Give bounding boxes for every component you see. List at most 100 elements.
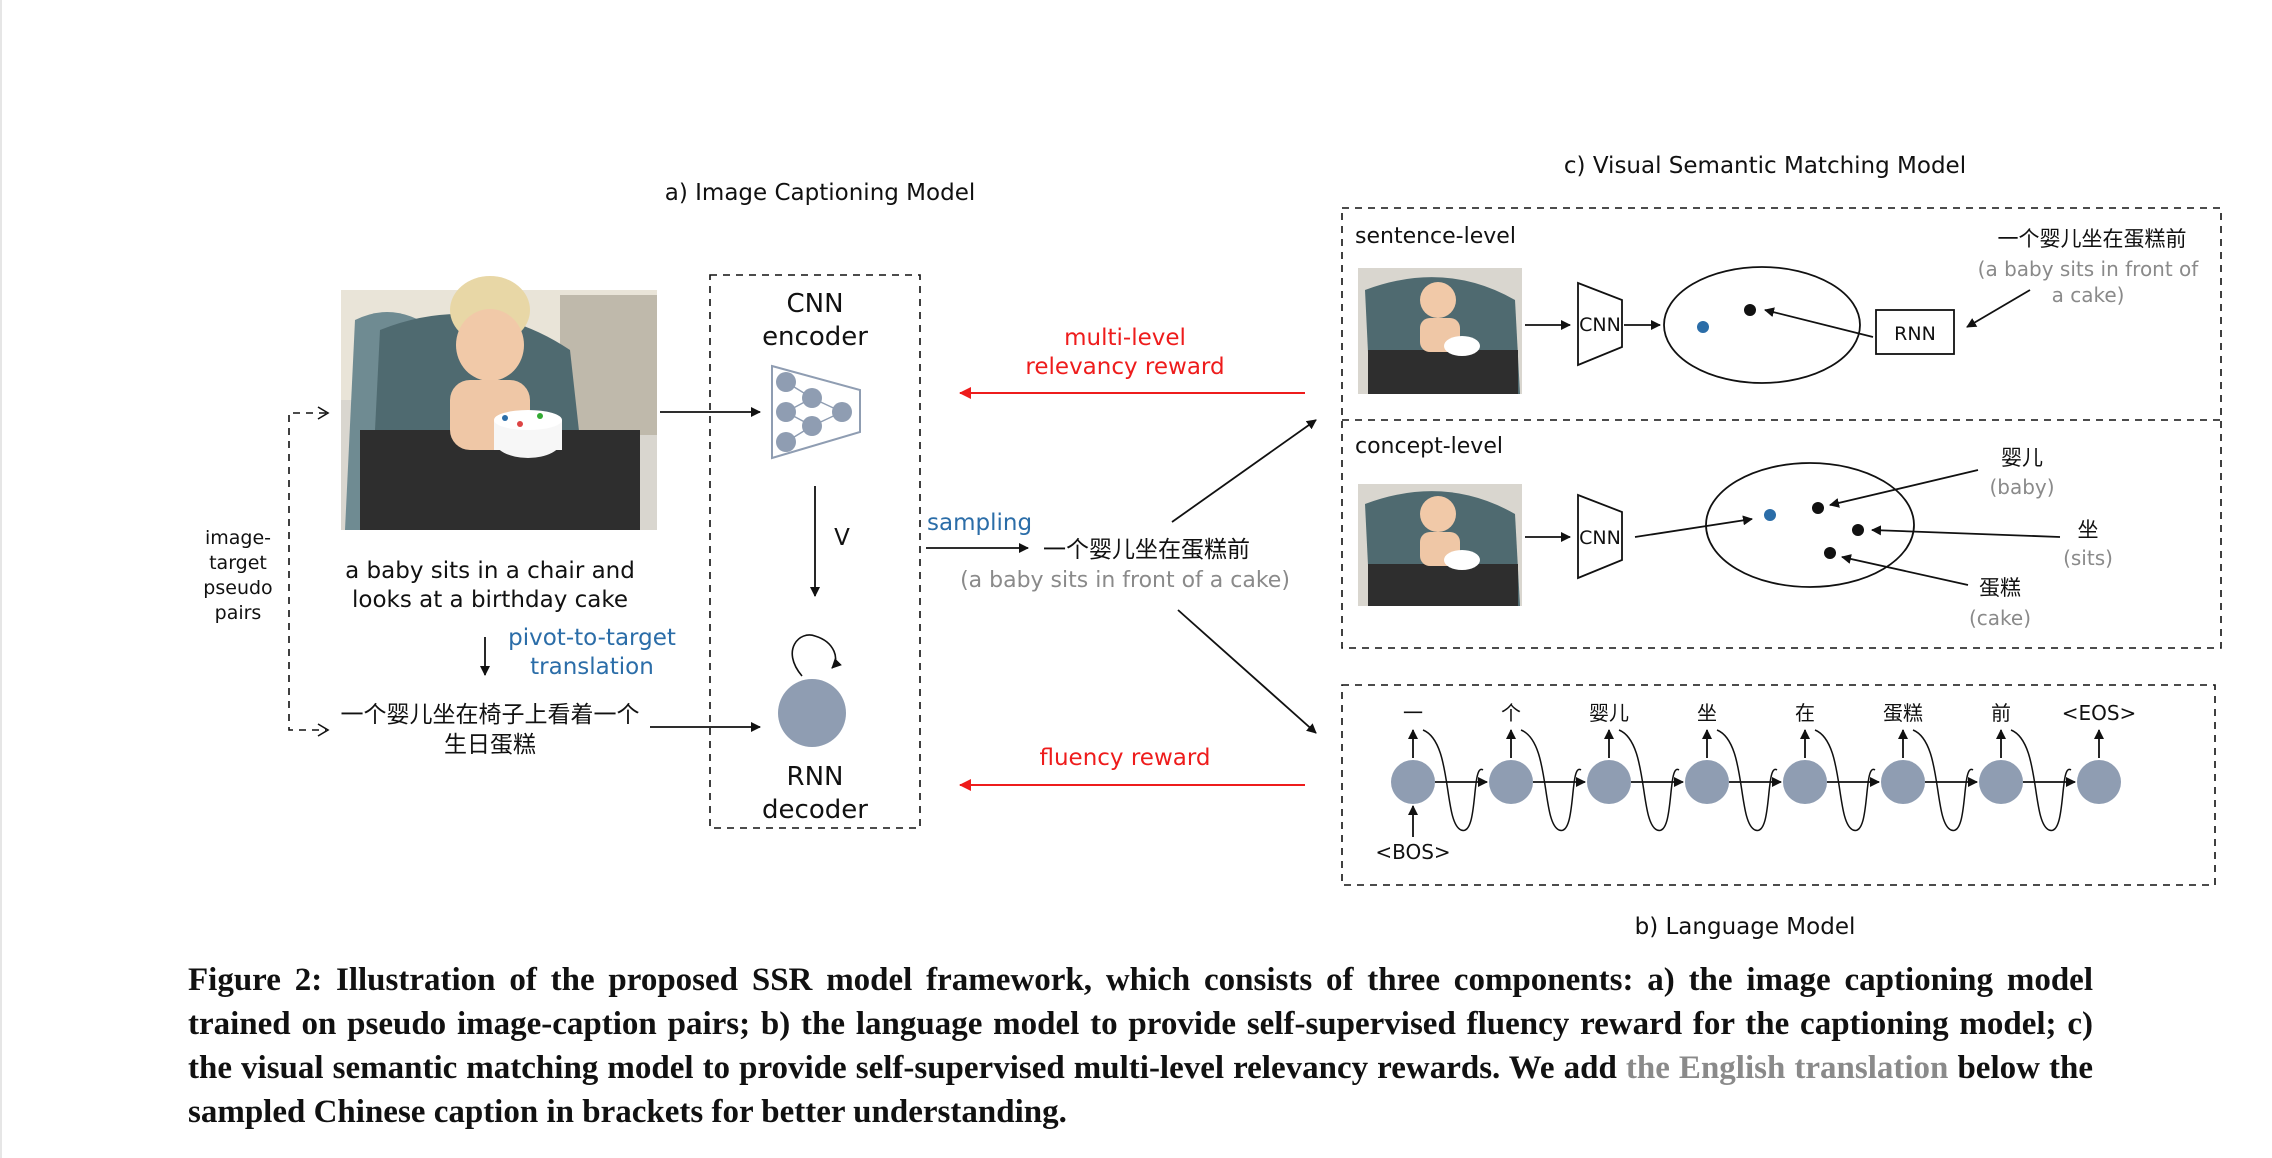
lm-node (1489, 760, 1533, 804)
sentence-image-point (1697, 321, 1709, 333)
concept-image-point (1764, 509, 1776, 521)
concept-level-label: concept-level (1355, 434, 1503, 459)
concept-baby-point (1812, 502, 1824, 514)
svg-text:multi-level: multi-level (1064, 325, 1186, 351)
svg-text:生日蛋糕: 生日蛋糕 (444, 732, 536, 758)
sentence-rnn-box (1875, 309, 1955, 355)
rnn-self-loop (791, 634, 842, 677)
caption-gray-text: the English translation (1625, 1050, 1949, 1086)
lm-token: 个 (1501, 701, 1521, 725)
concept-cnn-label: CNN (1579, 527, 1621, 549)
svg-text:(baby): (baby) (1989, 475, 2054, 499)
lm-node (1391, 760, 1435, 804)
lm-feedback-curve (1520, 729, 1582, 831)
svg-text:pairs: pairs (215, 602, 262, 624)
lm-node (2077, 760, 2121, 804)
concept-cake-point (1824, 547, 1836, 559)
sample-to-lm-arrow (1177, 609, 1317, 734)
sentence-level-label: sentence-level (1355, 224, 1516, 249)
lm-token: <EOS> (2062, 701, 2137, 725)
sampling-label: sampling (927, 510, 1032, 536)
lm-token: 坐 (1697, 701, 1717, 725)
svg-text:pivot-to-target: pivot-to-target (508, 625, 676, 651)
sentence-rnn-label: RNN (1894, 323, 1936, 345)
lm-node (1587, 760, 1631, 804)
svg-text:(cake): (cake) (1969, 606, 2031, 630)
sampled-caption-en: (a baby sits in front of a cake) (960, 568, 1290, 593)
sentence-cnn-label: CNN (1579, 314, 1621, 336)
lm-feedback-curve (1716, 729, 1778, 831)
concept-cnn-icon (1577, 493, 1623, 580)
lm-feedback-curve (1912, 729, 1974, 831)
concept-sits-point (1852, 524, 1864, 536)
caption-end: below the sampled Chinese caption in bra… (188, 1050, 2093, 1130)
lm-feedback-curve (2010, 729, 2072, 831)
sample-to-vsm-arrow (1171, 419, 1317, 523)
lm-chain: 一 个 婴儿 坐 在 蛋糕 前 <EOS> <BOS> (1375, 701, 2136, 864)
sentence-text-point (1744, 304, 1756, 316)
lm-node (1979, 760, 2023, 804)
lm-feedback-curve (1618, 729, 1680, 831)
sentence-caption-en-2: a cake) (2052, 283, 2125, 307)
chinese-caption: 一个婴儿坐在椅子上看着一个 生日蛋糕 (341, 702, 640, 758)
sentence-cnn-icon (1577, 281, 1623, 367)
svg-text:translation: translation (530, 654, 654, 680)
v-label: V (834, 525, 850, 551)
concept-level-photo (1358, 484, 1522, 606)
panel-c-title: c) Visual Semantic Matching Model (1564, 153, 1966, 179)
svg-text:(sits): (sits) (2063, 546, 2113, 570)
sentence-level-photo (1358, 268, 1522, 394)
svg-text:坐: 坐 (2078, 518, 2099, 542)
svg-text:image-: image- (205, 527, 271, 549)
svg-text:RNN: RNN (787, 762, 844, 792)
svg-text:一个婴儿坐在椅子上看着一个: 一个婴儿坐在椅子上看着一个 (341, 702, 640, 728)
lm-feedback-curve (1814, 729, 1876, 831)
captioning-model-box (709, 274, 921, 829)
sentence-embedding-space (1663, 266, 1861, 384)
language-model-box (1341, 684, 2216, 886)
sampled-caption-zh: 一个婴儿坐在蛋糕前 (1043, 537, 1250, 563)
panel-b-title: b) Language Model (1635, 914, 1856, 940)
lm-token: 婴儿 (1589, 701, 1629, 725)
page-edge-rule (0, 0, 2, 1158)
svg-text:looks at a birthday cake: looks at a birthday cake (352, 587, 628, 613)
lm-token: 一 (1403, 701, 1423, 725)
lm-token: 前 (1991, 701, 2011, 725)
fluency-reward-label: fluency reward (1039, 745, 1210, 771)
svg-text:CNN: CNN (786, 289, 843, 319)
lm-token: 蛋糕 (1883, 701, 1923, 725)
svg-text:decoder: decoder (762, 795, 868, 825)
svg-text:婴儿: 婴儿 (2001, 446, 2043, 470)
cnn-encoder-icon (771, 364, 861, 460)
lm-token: 在 (1795, 701, 1815, 725)
svg-text:encoder: encoder (762, 322, 868, 352)
bos-label: <BOS> (1375, 840, 1450, 864)
panel-a-title: a) Image Captioning Model (665, 180, 975, 206)
svg-text:pseudo: pseudo (203, 577, 272, 599)
english-caption: a baby sits in a chair and looks at a bi… (345, 558, 635, 613)
caption-main: Figure 2: Illustration of the proposed S… (188, 962, 2093, 1086)
pseudo-pair-bracket (288, 412, 326, 731)
image-target-label: image- target pseudo pairs (203, 527, 272, 624)
figure-caption: Figure 2: Illustration of the proposed S… (188, 958, 2093, 1134)
vsm-model-box (1341, 207, 2222, 649)
pivot-label: pivot-to-target translation (508, 625, 676, 680)
concept-labels: 婴儿 (baby) 坐 (sits) 蛋糕 (cake) (1969, 446, 2113, 630)
svg-text:target: target (209, 552, 267, 574)
rnn-decoder-node (778, 679, 846, 747)
sentence-caption-zh: 一个婴儿坐在蛋糕前 (1998, 227, 2187, 251)
svg-text:relevancy reward: relevancy reward (1025, 354, 1224, 380)
lm-feedback-curve (1422, 729, 1484, 831)
sentence-caption-en-1: (a baby sits in front of (1978, 257, 2200, 281)
lm-node (1783, 760, 1827, 804)
cnn-encoder-label: CNN encoder (762, 289, 868, 352)
svg-text:a baby sits in a chair and: a baby sits in a chair and (345, 558, 635, 584)
relevancy-reward-label: multi-level relevancy reward (1025, 325, 1224, 380)
lm-node (1881, 760, 1925, 804)
concept-embedding-space (1705, 462, 1915, 588)
lm-node (1685, 760, 1729, 804)
svg-text:蛋糕: 蛋糕 (1979, 576, 2021, 600)
input-photo (341, 276, 657, 530)
